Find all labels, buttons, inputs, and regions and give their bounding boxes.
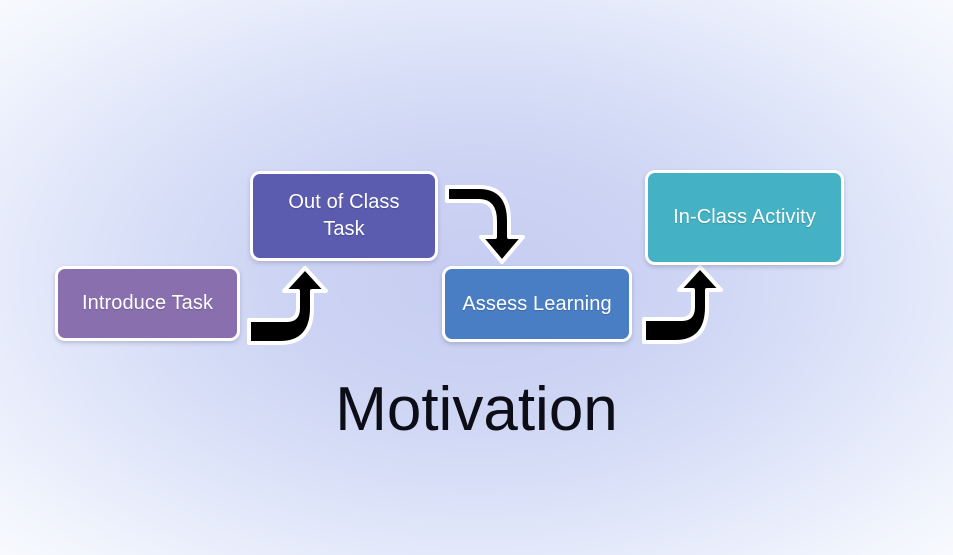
process-step-label: Introduce Task (81, 292, 214, 314)
process-step-label: Assess Learning (462, 292, 612, 315)
process-step-out-of-class-task[interactable]: Out of Class Task (250, 171, 438, 261)
process-step-label: In-Class Activity (673, 206, 816, 228)
curved-arrow-up-icon (246, 263, 336, 349)
process-step-introduce-task[interactable]: Introduce Task (55, 266, 240, 341)
process-step-assess-learning[interactable]: Assess Learning (442, 266, 632, 342)
page-title: Motivation (335, 375, 618, 444)
curved-arrow-down-icon (443, 183, 535, 267)
process-step-label: Out of Class Task (288, 191, 400, 240)
process-step-in-class-activity[interactable]: In-Class Activity (645, 170, 844, 265)
curved-arrow-up-icon (641, 262, 731, 348)
